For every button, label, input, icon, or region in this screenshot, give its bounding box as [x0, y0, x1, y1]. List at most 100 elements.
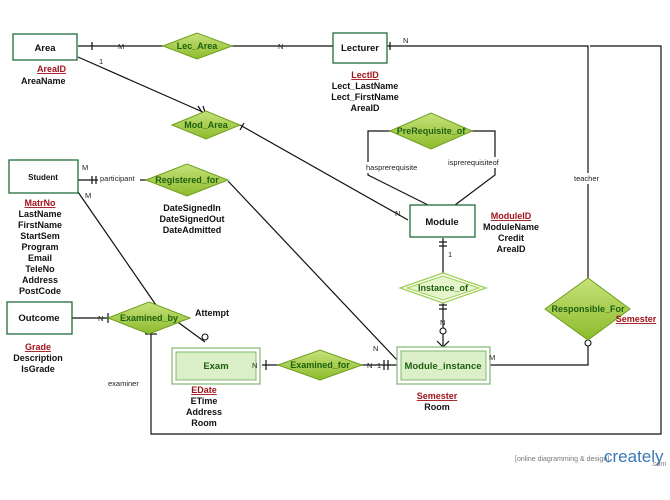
attr-edate: EDate	[191, 385, 217, 395]
entity-lecturer-label: Lecturer	[341, 43, 379, 54]
attr-matrno: MatrNo	[25, 198, 57, 208]
role-participant: participant	[100, 174, 136, 183]
attributes-outcome: Grade Description IsGrade	[13, 342, 63, 374]
role-teacher: teacher	[574, 174, 600, 183]
rel-instance-of[interactable]: Instance_of	[398, 272, 488, 304]
line-area-mod-area	[77, 56, 206, 114]
card-lecturer-right: N	[403, 36, 408, 45]
attr-startsem: StartSem	[20, 231, 60, 241]
attr-areaname: AreaName	[21, 76, 66, 86]
rel-examined-for[interactable]: Examined_for	[276, 349, 364, 381]
attr-lastname: LastName	[18, 209, 61, 219]
attr-program: Program	[21, 242, 58, 252]
rel-prerequisite-of[interactable]: PreRequisite_of	[388, 112, 474, 150]
attr-email: Email	[28, 253, 52, 263]
entity-module[interactable]: Module	[409, 204, 476, 238]
attr-attempt: Attempt	[195, 308, 229, 318]
attr-semester: Semester	[417, 391, 458, 401]
rel-prerequisite-of-label: PreRequisite_of	[397, 126, 467, 136]
line-lecturer-responsible	[386, 45, 589, 278]
line-examined-exam	[174, 319, 206, 343]
rel-lec-area-label: Lec_Area	[177, 41, 219, 51]
attr-isgrade: IsGrade	[21, 364, 55, 374]
card-mi-left: 1	[377, 361, 381, 370]
card-module-instance-of: 1	[448, 250, 452, 259]
attr-exam-address: Address	[186, 407, 222, 417]
attr-lectid: LectID	[351, 70, 379, 80]
attr-moduleid: ModuleID	[491, 211, 532, 221]
attributes-area: AreaID AreaName	[21, 64, 67, 86]
entity-exam-label: Exam	[203, 361, 228, 372]
attributes-module: ModuleID ModuleName Credit AreaID	[483, 211, 539, 254]
rel-examined-by[interactable]: Examined_by	[106, 301, 192, 335]
entity-outcome[interactable]: Outcome	[6, 301, 73, 335]
rel-lec-area[interactable]: Lec_Area	[161, 32, 234, 60]
attr-dateadmitted: DateAdmitted	[163, 225, 222, 235]
entity-outcome-label: Outcome	[18, 313, 59, 324]
entity-module-label: Module	[425, 217, 458, 228]
line-registered-instance	[227, 180, 398, 361]
entity-student-label: Student	[28, 173, 58, 182]
card-student-right: M	[85, 191, 91, 200]
card-area-lec-area: M	[118, 42, 124, 51]
line-examiner	[150, 45, 662, 435]
rel-responsible-for[interactable]: Responsible_For	[544, 277, 631, 341]
attr-exam-room: Room	[191, 418, 217, 428]
attr-modulename: ModuleName	[483, 222, 539, 232]
card-mi-responsible: M	[489, 353, 495, 362]
optional-responsible	[584, 339, 592, 347]
card-mod-area-module: N	[395, 209, 400, 218]
role-labels: participant teacher hasprerequisite ispr…	[98, 157, 604, 388]
entity-area[interactable]: Area	[12, 33, 78, 61]
optional-instance-of	[439, 327, 447, 335]
attr-datesignedout: DateSignedOut	[159, 214, 224, 224]
attr-lect-lastname: Lect_LastName	[332, 81, 399, 91]
line-hasprerequisite	[367, 130, 429, 206]
attributes-module-instance: Semester Room	[417, 391, 458, 412]
rel-responsible-for-label: Responsible_For	[551, 304, 625, 314]
attr-datesignedin: DateSignedIn	[163, 203, 221, 213]
attributes-exam: EDate ETime Address Room	[186, 385, 222, 428]
attr-lect-firstname: Lect_FirstName	[331, 92, 399, 102]
line-isprerequisiteof	[454, 130, 496, 206]
entity-lecturer[interactable]: Lecturer	[332, 32, 388, 64]
entity-module-instance[interactable]: Module_instance	[396, 346, 491, 385]
attr-module-areaid: AreaID	[496, 244, 526, 254]
watermark-brand: creately	[604, 447, 664, 466]
entity-student[interactable]: Student	[8, 159, 79, 194]
card-exam-left: N	[252, 361, 257, 370]
role-examiner: examiner	[108, 379, 139, 388]
entity-module-instance-label: Module_instance	[404, 361, 481, 372]
line-student-examined	[77, 191, 159, 309]
rel-examined-for-label: Examined_for	[290, 360, 350, 370]
attr-grade: Grade	[25, 342, 51, 352]
card-exam-examined-for: N	[367, 361, 372, 370]
tick-mod-area-right	[239, 122, 245, 131]
line-mod-area-module	[239, 124, 409, 221]
attr-postcode: PostCode	[19, 286, 61, 296]
card-outcome-right: N	[98, 314, 103, 323]
rel-registered-for[interactable]: Registered_for	[144, 163, 230, 197]
attr-areaid: AreaID	[37, 64, 67, 74]
attr-etime: ETime	[191, 396, 218, 406]
attr-address: Address	[22, 275, 58, 285]
card-registered-instance: N	[373, 344, 378, 353]
attr-description: Description	[13, 353, 63, 363]
attr-mi-room: Room	[424, 402, 450, 412]
attributes-lecturer: LectID Lect_LastName Lect_FirstName Area…	[331, 70, 399, 113]
cardinality-labels: M N N 1 N M M N 1 N M N 1 N N	[82, 36, 495, 370]
connection-lines	[65, 45, 662, 435]
attributes-student: MatrNo LastName FirstName StartSem Progr…	[18, 198, 62, 296]
card-instance-of-mi: N	[440, 318, 445, 327]
line-mi-responsible	[490, 340, 589, 366]
entity-exam[interactable]: Exam	[171, 347, 261, 385]
rel-mod-area[interactable]: Mod_Area	[170, 110, 242, 140]
watermark-tagline: [online diagramming & design]	[515, 456, 609, 463]
entity-area-label: Area	[34, 43, 56, 54]
rel-registered-for-label: Registered_for	[155, 175, 219, 185]
creately-watermark: [online diagramming & design] creately .…	[515, 447, 666, 468]
attr-firstname: FirstName	[18, 220, 62, 230]
rel-mod-area-label: Mod_Area	[184, 120, 229, 130]
